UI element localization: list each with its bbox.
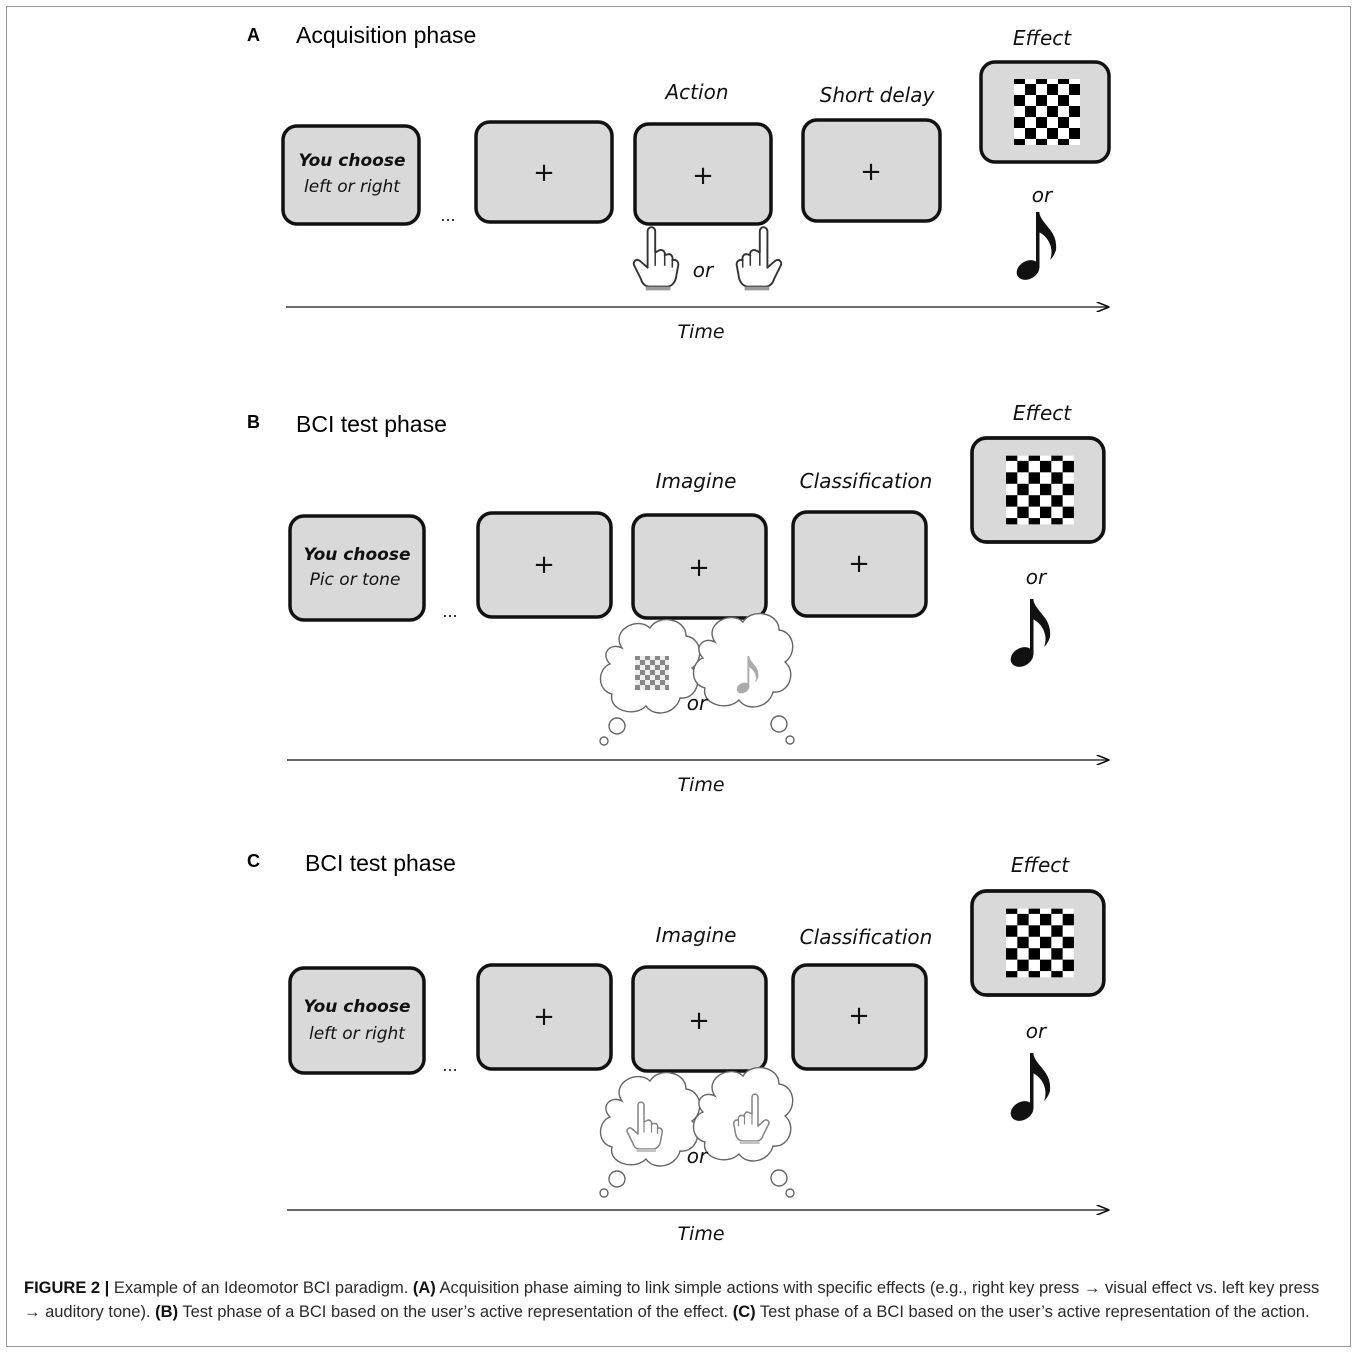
fixation-cross: + [688, 553, 710, 583]
caption-label-b: (B) [155, 1303, 179, 1321]
time-label: Time [677, 1223, 724, 1245]
imagine-screen: + [631, 965, 768, 1073]
time-label: Time [677, 321, 724, 343]
or-text: or [1032, 183, 1054, 207]
choice-screen: You choose left or right [288, 966, 426, 1075]
music-note-icon [1013, 212, 1057, 284]
or-text: or [693, 258, 715, 282]
step-label-delay: Short delay [820, 83, 936, 107]
step-label-imagine: Imagine [656, 469, 737, 493]
thought-bubble-icon [599, 618, 701, 746]
fixation-cross: + [692, 161, 714, 191]
caption-label-c: (C) [732, 1303, 756, 1321]
panel-letter: C [247, 851, 260, 871]
panel-letter: A [247, 25, 260, 45]
ellipsis: ... [442, 1056, 457, 1075]
figure-caption: FIGURE 2 | Example of an Ideomotor BCI p… [24, 1276, 1336, 1324]
fixation-screen: + [474, 120, 614, 224]
fixation-cross: + [848, 549, 870, 579]
fixation-cross: + [860, 157, 882, 187]
effect-label: Effect [1013, 26, 1072, 50]
panel-title: BCI test phase [305, 850, 456, 876]
figure-frame [6, 6, 1351, 1347]
caption-intro: Example of an Ideomotor BCI paradigm. [113, 1279, 409, 1297]
or-text: or [1026, 1019, 1048, 1043]
fixation-cross: + [688, 1006, 710, 1036]
fixation-cross: + [533, 158, 555, 188]
panel-a: A Acquisition phase You choose left or r… [247, 22, 1111, 343]
music-note-icon [1007, 1053, 1051, 1125]
right-hand-icon [734, 225, 784, 291]
choice-prompt: You choose [303, 545, 410, 565]
fixation-screen: + [476, 963, 613, 1071]
music-note-icon [1007, 599, 1051, 671]
checkerboard-icon [970, 889, 1106, 997]
paradigm-diagram: A Acquisition phase You choose left or r… [247, 22, 1111, 1245]
panel-b: B BCI test phase You choose Pic or tone … [247, 401, 1108, 796]
ellipsis: ... [442, 602, 457, 621]
delay-screen: + [801, 118, 942, 223]
choice-prompt: You choose [303, 997, 410, 1017]
thought-bubble-icon [692, 612, 795, 745]
caption-text-c: Test phase of a BCI based on the user’s … [759, 1303, 1310, 1321]
classification-screen: + [791, 510, 928, 618]
fixation-cross: + [533, 1002, 555, 1032]
caption-label-a: (A) [412, 1279, 436, 1297]
fixation-cross: + [848, 1001, 870, 1031]
figure-number: FIGURE 2 | [24, 1279, 110, 1297]
step-label-imagine: Imagine [656, 923, 737, 947]
fixation-cross: + [533, 550, 555, 580]
caption-text-a: Acquisition phase aiming to link simple … [24, 1279, 1320, 1321]
choice-options: Pic or tone [310, 570, 401, 590]
classification-screen: + [791, 963, 928, 1071]
thought-bubble-icon [599, 1071, 701, 1198]
ellipsis: ... [440, 206, 455, 225]
action-screen: + [633, 122, 773, 226]
fixation-screen: + [476, 511, 613, 619]
panel-c: C BCI test phase You choose left or righ… [247, 850, 1108, 1245]
caption-text-b: Test phase of a BCI based on the user’s … [182, 1303, 729, 1321]
panel-title: Acquisition phase [296, 22, 476, 48]
step-label-action: Action [664, 80, 729, 104]
panel-title: BCI test phase [296, 411, 447, 437]
effect-label: Effect [1011, 853, 1070, 877]
panel-letter: B [247, 412, 260, 432]
or-text: or [687, 1144, 709, 1168]
or-text: or [1026, 565, 1048, 589]
choice-prompt: You choose [298, 151, 405, 171]
choice-screen: You choose left or right [281, 124, 421, 226]
imagine-screen: + [631, 513, 768, 620]
checkerboard-icon [970, 436, 1106, 544]
checkerboard-icon [979, 60, 1111, 164]
step-label-classification: Classification [800, 469, 933, 493]
effect-label: Effect [1013, 401, 1072, 425]
step-label-classification: Classification [800, 925, 933, 949]
left-hand-icon [631, 225, 681, 291]
choice-screen: You choose Pic or tone [288, 514, 426, 622]
choice-options: left or right [304, 177, 401, 197]
or-text: or [687, 691, 709, 715]
time-label: Time [677, 774, 724, 796]
choice-options: left or right [309, 1024, 406, 1044]
thought-bubble-icon [692, 1066, 795, 1198]
